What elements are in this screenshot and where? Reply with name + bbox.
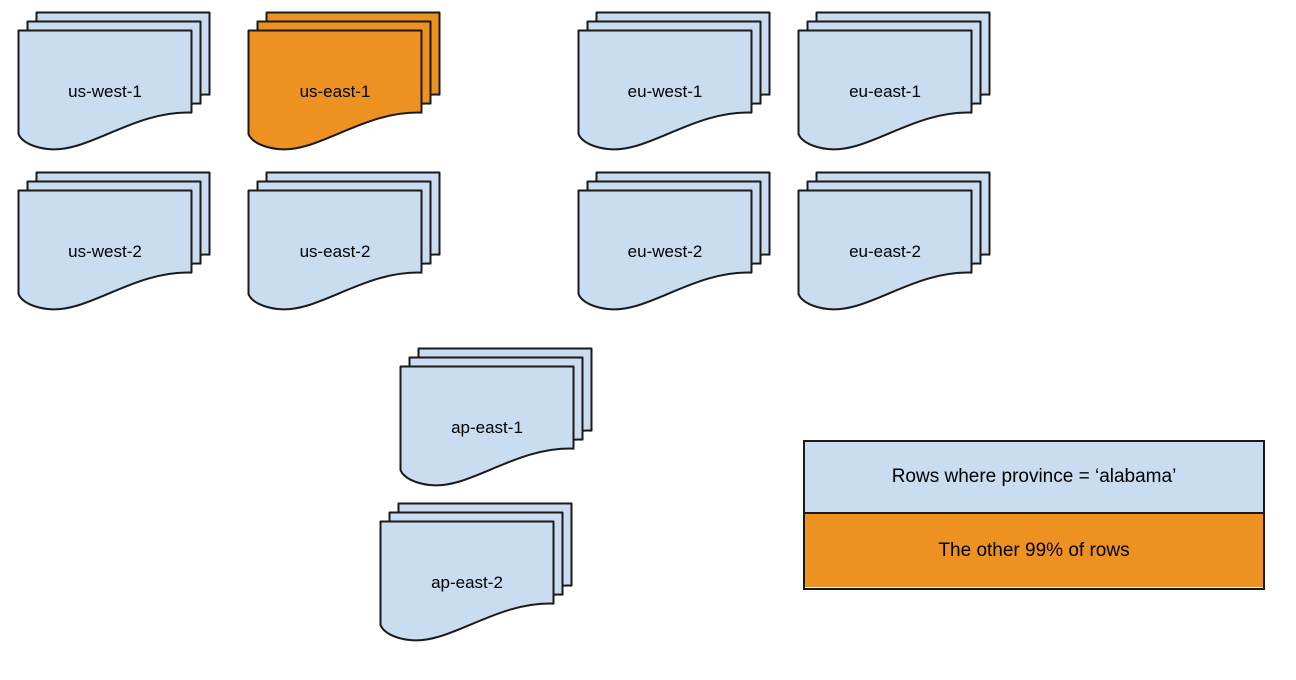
document-stack-us-west-2[interactable]: us-west-2 [17, 171, 211, 318]
stack-sheets-eu-east-1 [797, 11, 991, 151]
sheet-3 [797, 189, 973, 311]
legend: Rows where province = ‘alabama’ The other… [803, 440, 1265, 590]
sheet-3 [797, 29, 973, 151]
document-stack-us-east-2[interactable]: us-east-2 [247, 171, 441, 318]
stack-sheets-us-west-1 [17, 11, 211, 151]
document-stack-eu-west-1[interactable]: eu-west-1 [577, 11, 771, 158]
legend-row-legend-orange: The other 99% of rows [805, 514, 1263, 587]
stack-sheets-eu-west-1 [577, 11, 771, 151]
sheet-3 [17, 189, 193, 311]
stack-sheets-us-east-2 [247, 171, 441, 311]
legend-label-legend-orange: The other 99% of rows [938, 539, 1130, 561]
document-stack-us-west-1[interactable]: us-west-1 [17, 11, 211, 158]
sheet-3 [17, 29, 193, 151]
stack-sheets-ap-east-1 [399, 347, 593, 487]
sheet-3 [247, 29, 423, 151]
document-stack-eu-east-1[interactable]: eu-east-1 [797, 11, 991, 158]
sheet-3 [399, 365, 575, 487]
stack-sheets-us-east-1 [247, 11, 441, 151]
document-stack-us-east-1[interactable]: us-east-1 [247, 11, 441, 158]
sheet-3 [577, 29, 753, 151]
legend-row-legend-blue: Rows where province = ‘alabama’ [805, 442, 1263, 514]
sheet-3 [379, 520, 555, 642]
document-stack-eu-east-2[interactable]: eu-east-2 [797, 171, 991, 318]
document-stack-eu-west-2[interactable]: eu-west-2 [577, 171, 771, 318]
stack-sheets-ap-east-2 [379, 502, 573, 642]
stack-sheets-eu-west-2 [577, 171, 771, 311]
document-stack-ap-east-1[interactable]: ap-east-1 [399, 347, 593, 494]
document-stack-ap-east-2[interactable]: ap-east-2 [379, 502, 573, 649]
stack-sheets-us-west-2 [17, 171, 211, 311]
sheet-3 [577, 189, 753, 311]
legend-label-legend-blue: Rows where province = ‘alabama’ [891, 466, 1177, 487]
sheet-3 [247, 189, 423, 311]
stack-sheets-eu-east-2 [797, 171, 991, 311]
